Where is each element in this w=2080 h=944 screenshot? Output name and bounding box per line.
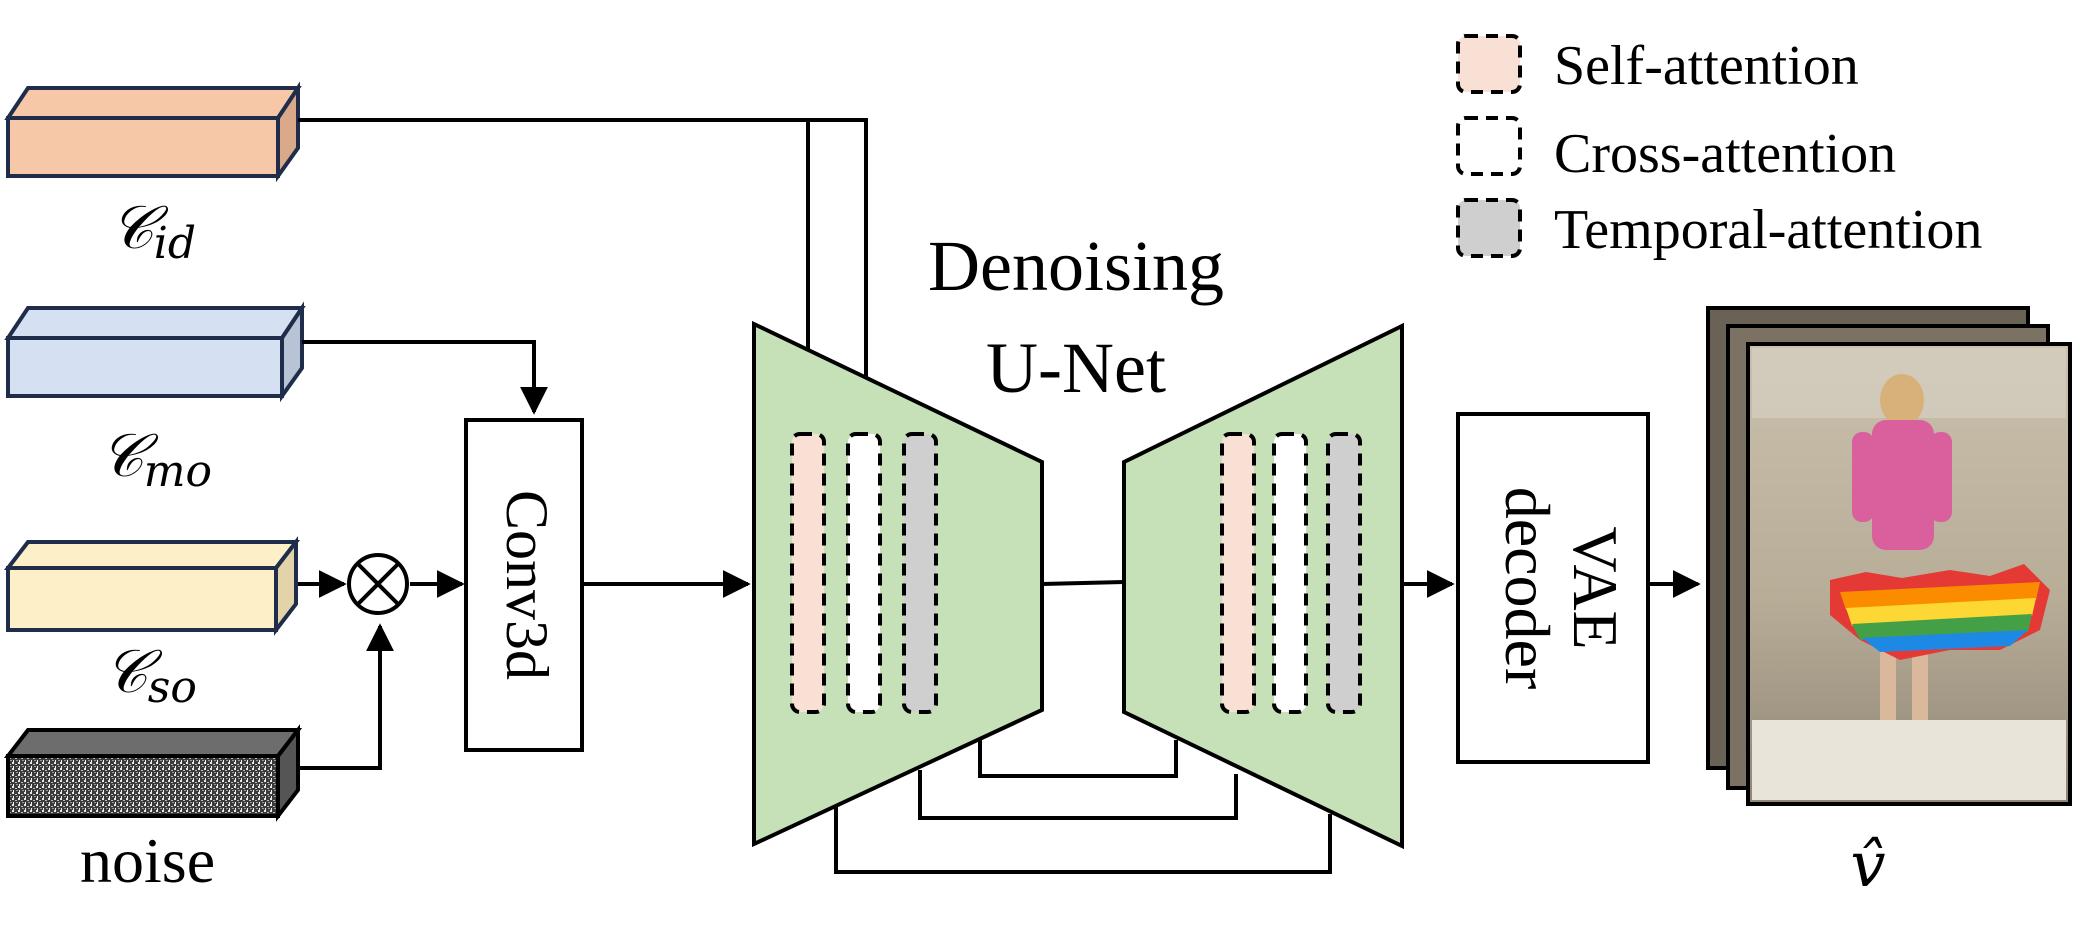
unet-title-line1: Denoising bbox=[928, 226, 1224, 306]
encoder-cross-attention-bar bbox=[846, 432, 882, 714]
legend-temporal-attention-swatch bbox=[1456, 198, 1522, 258]
vae-label-line1: VAE bbox=[1560, 526, 1631, 649]
label-c-mo: 𝒞mo bbox=[100, 421, 212, 497]
c-mo-line bbox=[302, 340, 548, 415]
encoder-self-attention-bar bbox=[790, 432, 826, 714]
label-noise: noise bbox=[80, 825, 215, 896]
legend-self-attention-swatch bbox=[1456, 34, 1522, 94]
output-label: v̂ bbox=[1850, 828, 1885, 901]
noise-block bbox=[3, 724, 303, 822]
input-c-so-block bbox=[3, 536, 301, 636]
legend-cross-attention-swatch bbox=[1456, 116, 1522, 176]
legend-self-attention-label: Self-attention bbox=[1554, 35, 1859, 97]
decoder-cross-attention-bar bbox=[1272, 432, 1308, 714]
unet-bottleneck-line bbox=[1041, 580, 1125, 586]
output-video-frames bbox=[1706, 306, 2072, 806]
input-c-mo-block bbox=[4, 301, 306, 403]
conv3d-block: Conv3d bbox=[464, 418, 584, 752]
legend: Self-attention Cross-attention Temporal-… bbox=[1456, 34, 1982, 261]
encoder-temporal-attention-bar bbox=[902, 432, 938, 714]
output-frame-image bbox=[1752, 348, 2066, 800]
multiply-operator-icon bbox=[347, 553, 409, 615]
c-id-line-1 bbox=[298, 118, 822, 427]
label-c-so: 𝒞so bbox=[104, 637, 197, 713]
legend-temporal-attention-label: Temporal-attention bbox=[1554, 199, 1982, 261]
decoder-temporal-attention-bar bbox=[1326, 432, 1362, 714]
vae-decoder-block: VAE decoder bbox=[1456, 412, 1650, 764]
decoder-self-attention-bar bbox=[1220, 432, 1256, 714]
label-c-id: 𝒞id bbox=[110, 193, 196, 269]
legend-cross-attention-label: Cross-attention bbox=[1554, 123, 1896, 185]
input-c-id-block bbox=[4, 81, 302, 183]
unet-title-line2: U-Net bbox=[986, 328, 1166, 408]
c-id-line-2 bbox=[808, 118, 880, 427]
noise-line bbox=[298, 623, 394, 770]
skip-connections bbox=[834, 740, 1332, 874]
conv3d-label: Conv3d bbox=[494, 490, 560, 680]
vae-label-line2: decoder bbox=[1492, 487, 1563, 690]
